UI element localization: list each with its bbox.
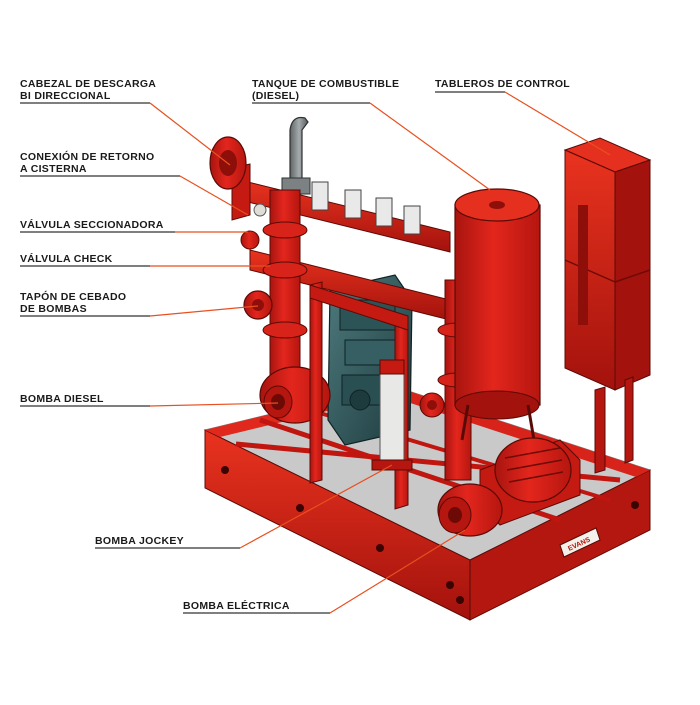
label-check-valve: VÁLVULA CHECK — [20, 253, 113, 265]
label-fuel-tank-line1: TANQUE DE COMBUSTIBLE — [252, 78, 400, 90]
label-priming-plug: TAPÓN DE CEBADO DE BOMBAS — [20, 291, 126, 315]
leader-jockey-pump — [95, 464, 393, 549]
label-discharge-head-line1: CABEZAL DE DESCARGA — [20, 78, 157, 90]
label-fuel-tank-line2: (DIESEL) — [252, 90, 300, 102]
label-discharge-head: CABEZAL DE DESCARGA BI DIRECCIONAL — [20, 78, 156, 102]
diesel-riser — [240, 189, 308, 381]
label-jockey-pump-line1: BOMBA JOCKEY — [95, 535, 184, 547]
label-return-connection: CONEXIÓN DE RETORNO A CISTERNA — [20, 151, 154, 175]
label-return-connection-line1: CONEXIÓN DE RETORNO — [20, 151, 155, 163]
label-priming-plug-line1: TAPÓN DE CEBADO — [20, 291, 127, 303]
leader-return-connection — [20, 175, 249, 216]
label-diesel-pump-line1: BOMBA DIESEL — [20, 393, 104, 405]
callout-lines — [20, 91, 611, 614]
label-fuel-tank: TANQUE DE COMBUSTIBLE (DIESEL) — [252, 78, 399, 102]
fuel-tank — [454, 188, 541, 441]
label-isolation-valve-line1: VÁLVULA SECCIONADORA — [20, 219, 164, 231]
base-skid — [203, 384, 652, 621]
leader-electric-pump — [183, 529, 466, 614]
label-electric-pump: BOMBA ELÉCTRICA — [183, 600, 290, 612]
label-diesel-pump: BOMBA DIESEL — [20, 393, 104, 405]
label-electric-pump-line1: BOMBA ELÉCTRICA — [183, 600, 290, 612]
leader-control-panels — [435, 91, 611, 156]
exhaust-pipe — [281, 116, 311, 195]
label-control-panels: TABLEROS DE CONTROL — [435, 78, 570, 90]
label-control-panels-line1: TABLEROS DE CONTROL — [435, 78, 571, 90]
label-jockey-pump: BOMBA JOCKEY — [95, 535, 184, 547]
control-panels — [563, 137, 652, 474]
label-priming-plug-line2: DE BOMBAS — [20, 303, 87, 315]
label-isolation-valve: VÁLVULA SECCIONADORA — [20, 219, 164, 231]
label-return-connection-line2: A CISTERNA — [20, 163, 87, 175]
frame-posts — [309, 281, 409, 510]
electric-pump-body — [437, 437, 581, 537]
leader-fuel-tank — [252, 102, 491, 191]
label-check-valve-line1: VÁLVULA CHECK — [20, 253, 113, 265]
label-discharge-head-line2: BI DIRECCIONAL — [20, 90, 111, 102]
leader-discharge-head — [20, 102, 231, 166]
leader-diesel-pump — [20, 402, 279, 407]
leader-priming-plug — [20, 305, 259, 317]
